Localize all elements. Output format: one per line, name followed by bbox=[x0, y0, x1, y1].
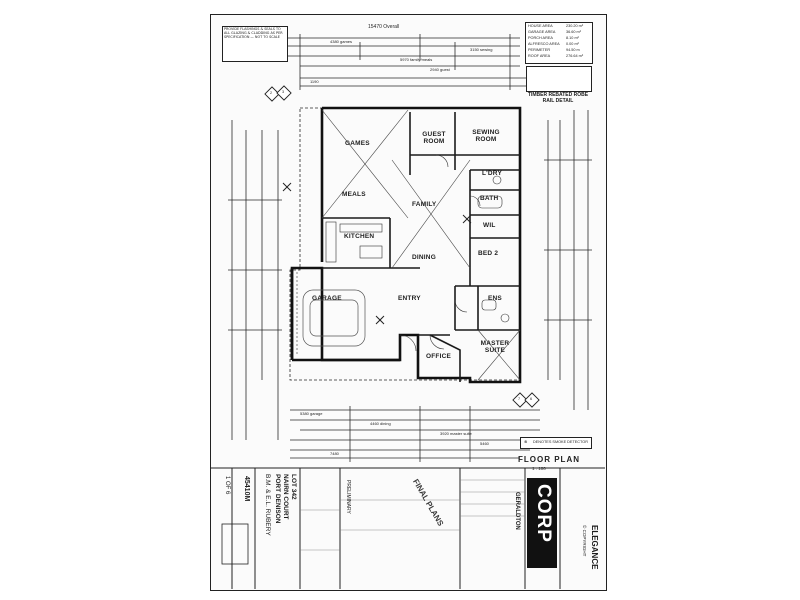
area-label: PORCH AREA bbox=[528, 36, 553, 40]
branch-name: GERALDTON bbox=[514, 492, 520, 530]
company-logo: CORP bbox=[527, 478, 557, 568]
room-label-bath: BATH bbox=[480, 195, 499, 202]
area-value: 276.64 m² bbox=[566, 54, 584, 58]
room-label-guest-room: GUEST ROOM bbox=[422, 131, 446, 146]
job-number: 45410M bbox=[243, 476, 250, 502]
room-label-bed2: BED 2 bbox=[478, 250, 499, 257]
area-table: HOUSE AREA 230.20 m² GARAGE AREA 36.60 m… bbox=[525, 22, 593, 64]
section-marker: 3 bbox=[282, 90, 285, 94]
section-marker: 6 bbox=[530, 397, 533, 401]
smoke-detector-icon: ⊗ bbox=[524, 440, 528, 444]
room-label-kitchen: KITCHEN bbox=[344, 233, 375, 240]
general-note: PROVIDE FLASHINGS & SEALS TO ALL GLAZING… bbox=[222, 26, 288, 62]
dimension-text: 4460 dining bbox=[370, 421, 391, 426]
dimension-text: 4380 games bbox=[330, 39, 353, 44]
room-label-ens: ENS bbox=[488, 295, 502, 302]
detail-title: TIMBER REBATED ROBE RAIL DETAIL bbox=[527, 92, 589, 104]
room-label-meals: MEALS bbox=[342, 191, 366, 198]
dimension-text: 1190 bbox=[310, 79, 319, 84]
sheet-number: 1 OF 6 bbox=[224, 476, 230, 495]
robe-rail-detail bbox=[526, 66, 592, 92]
room-label-laundry: L'DRY bbox=[482, 170, 502, 177]
dimension-text: 3920 master suite bbox=[440, 431, 472, 436]
room-label-family: FAMILY bbox=[412, 201, 437, 208]
design-name: ELEGANCE bbox=[590, 525, 599, 570]
smoke-detector-legend: ⊗ DENOTES SMOKE DETECTOR bbox=[520, 437, 592, 449]
room-label-wil: WIL bbox=[483, 222, 496, 229]
company-name: CORP bbox=[533, 484, 554, 543]
section-marker: 7 bbox=[518, 397, 521, 401]
room-label-sewing-room: SEWING ROOM bbox=[472, 129, 500, 144]
overall-dimension: 15470 Overall bbox=[368, 24, 400, 30]
area-label: HOUSE AREA bbox=[528, 24, 553, 28]
room-label-games: GAMES bbox=[345, 140, 370, 147]
room-label-garage: GARAGE bbox=[312, 295, 342, 302]
issue-status: PRELIMINARY bbox=[345, 480, 351, 514]
area-value: 94.50 m bbox=[566, 48, 580, 52]
room-label-dining: DINING bbox=[412, 254, 436, 261]
dimension-text: 5380 garage bbox=[300, 411, 323, 416]
dimension-text: 2940 guest bbox=[430, 67, 450, 72]
area-value: 8.10 m² bbox=[566, 36, 579, 40]
scale-label: 1 : 100 bbox=[532, 466, 546, 471]
client-name: B.M. & E.L. RUBERY bbox=[264, 474, 271, 536]
area-value: 36.60 m² bbox=[566, 30, 581, 34]
area-label: ALFRESCO AREA bbox=[528, 42, 560, 46]
room-label-entry: ENTRY bbox=[398, 295, 421, 302]
dimension-text: 5460 bbox=[480, 441, 489, 446]
dimension-text: 5970 family/meals bbox=[400, 57, 433, 62]
dimension-text: 7480 bbox=[330, 451, 339, 456]
dimension-text: 3150 sewing bbox=[470, 47, 493, 52]
room-label-office: OFFICE bbox=[426, 353, 452, 360]
area-label: ROOF AREA bbox=[528, 54, 551, 58]
area-value: 0.00 m² bbox=[566, 42, 579, 46]
room-label-master-suite: MASTER SUITE bbox=[480, 340, 510, 355]
section-marker: 2 bbox=[270, 91, 273, 95]
area-label: GARAGE AREA bbox=[528, 30, 556, 34]
area-value: 230.20 m² bbox=[566, 24, 584, 28]
lot-number: LOT 342 bbox=[290, 474, 297, 500]
suburb-name: PORT DENISON bbox=[274, 474, 281, 524]
copyright: © COPYRIGHT bbox=[582, 525, 587, 557]
street-name: NAIRN COURT bbox=[282, 474, 289, 520]
area-label: PERIMETER bbox=[528, 48, 551, 52]
floor-plan-title: FLOOR PLAN bbox=[518, 455, 580, 464]
smoke-detector-label: DENOTES SMOKE DETECTOR bbox=[533, 440, 588, 444]
